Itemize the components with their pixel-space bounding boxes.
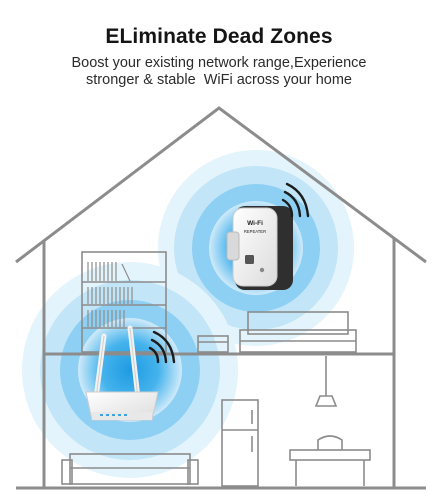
repeater-label-line1: Wi-Fi — [247, 220, 263, 227]
bed — [239, 311, 357, 354]
nightstand — [197, 335, 229, 353]
router-signal-rings — [22, 262, 238, 478]
fridge — [221, 399, 259, 487]
wifi-signal-icon — [148, 330, 176, 364]
ceiling-lamp — [314, 356, 338, 407]
wifi-signal-icon — [281, 182, 310, 218]
dining-table — [289, 435, 371, 486]
wifi-repeater: Wi-Fi REPEATER — [226, 206, 293, 290]
subline-line1: Boost your existing network range,Experi… — [71, 55, 367, 71]
wifi-router — [85, 325, 159, 421]
sofa — [61, 453, 199, 485]
headline: ELiminate Dead Zones — [105, 25, 333, 48]
subline-line2: stronger & stable WiFi across your home — [86, 72, 352, 88]
repeater-label-line2: REPEATER — [244, 229, 266, 234]
bookshelf — [81, 251, 167, 353]
